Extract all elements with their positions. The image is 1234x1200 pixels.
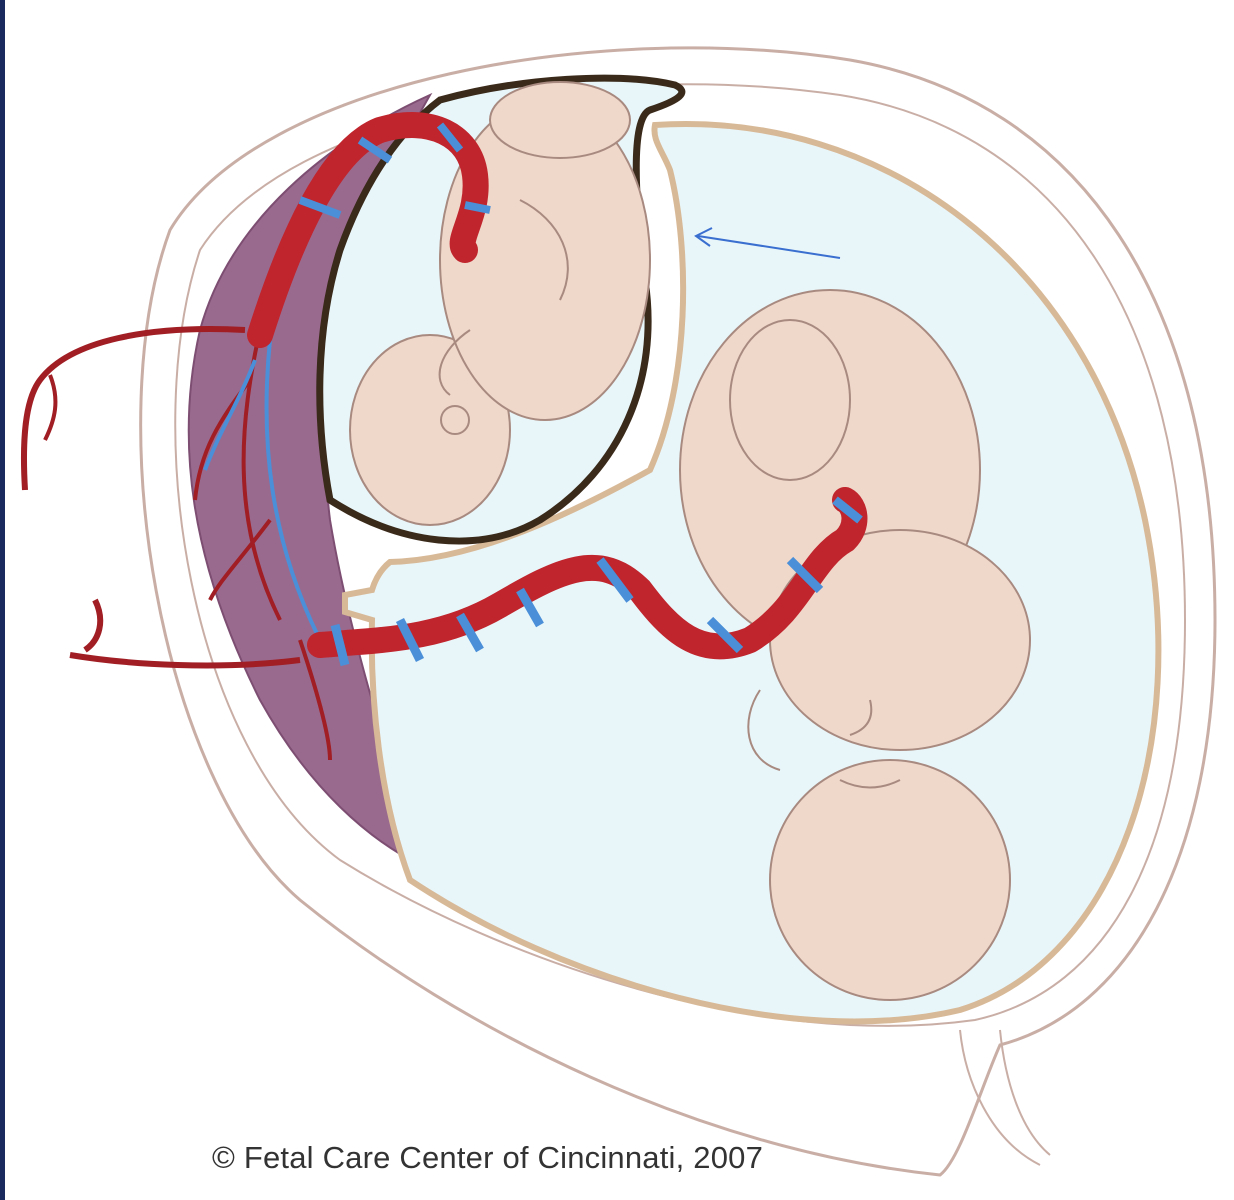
- pointer-arrow: [694, 227, 841, 259]
- left-border-strip: [0, 0, 5, 1200]
- small-fetus: [349, 81, 651, 526]
- placental-vessels: [20, 326, 332, 761]
- copyright-caption: © Fetal Care Center of Cincinnati, 2007: [212, 1140, 764, 1175]
- umbilical-cord-small: [247, 112, 489, 348]
- cord-small-vein-bands: [298, 122, 491, 219]
- cord-large-vein-bands: [330, 496, 863, 667]
- cervix: [959, 1029, 1051, 1166]
- large-fetus: [679, 289, 1031, 1001]
